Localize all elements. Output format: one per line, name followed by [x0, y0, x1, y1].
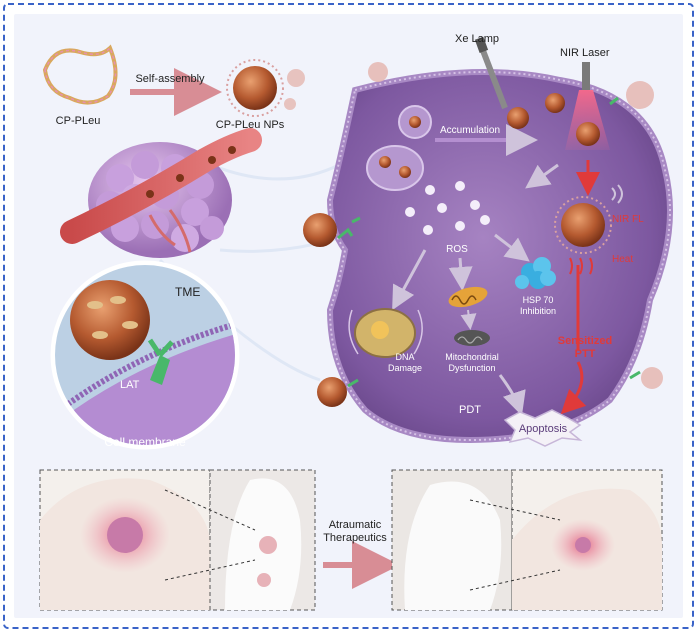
- lat-receptor-icon: [337, 227, 354, 240]
- nanoparticle-icon: [317, 377, 347, 407]
- nir-laser-label: NIR Laser: [560, 47, 610, 59]
- endosome-np: [409, 116, 421, 128]
- nanoparticle-icon: [576, 122, 600, 146]
- apoptosis-burst: [503, 409, 583, 447]
- endosome-np: [399, 166, 411, 178]
- nanoparticle-small: [641, 367, 663, 389]
- heat-waves: [569, 257, 593, 275]
- mito-label-1: Mitochondrial: [445, 352, 499, 362]
- nanoparticle-icon: [554, 196, 612, 254]
- nanoparticle-small: [287, 69, 305, 87]
- lat-receptor-icon: [351, 96, 641, 380]
- arrow-to-hsp: [494, 233, 530, 262]
- cell-membrane-label: Cell membrane: [104, 435, 186, 449]
- panel-after-1: [391, 469, 513, 611]
- sensitized-label: Sensitized: [558, 335, 612, 347]
- panel-after-2: [511, 469, 663, 611]
- nanoparticle-icon: [545, 93, 565, 113]
- ptt-label: PTT: [575, 348, 596, 360]
- heat-label: Heat: [612, 254, 633, 265]
- nanoparticle-small: [284, 98, 296, 110]
- apoptosis-label: Apoptosis: [519, 423, 568, 435]
- therapeutics-label: Therapeutics: [323, 532, 387, 544]
- arrow-to-dna: [392, 249, 427, 311]
- ptt-to-apoptosis-arrow: [560, 361, 587, 415]
- self-assembly-label: Self-assembly: [135, 73, 205, 85]
- panel-before-2: [209, 469, 316, 611]
- mito-label-2: Dysfunction: [448, 363, 495, 373]
- nanoparticle-icon: [507, 107, 529, 129]
- polymer-label: CP-PLeu: [56, 115, 101, 127]
- hsp70-label: HSP 70: [523, 295, 554, 305]
- xe-lamp-label: Xe Lamp: [455, 33, 499, 45]
- nir-fl-waves: [611, 184, 623, 204]
- arrow-to-mito: [448, 257, 473, 291]
- inhibition-label: Inhibition: [520, 306, 556, 316]
- dna-label: DNA: [395, 352, 414, 362]
- ros-dots: [405, 181, 490, 235]
- accumulation-label: Accumulation: [440, 125, 500, 136]
- nucleus-icon: [348, 308, 423, 358]
- zoom-line: [164, 489, 256, 531]
- pdt-label: PDT: [459, 404, 481, 416]
- tme-label: TME: [175, 285, 200, 299]
- nanoparticles-label: CP-PLeu NPs: [216, 119, 285, 131]
- mitochondrion-icon: [448, 286, 488, 308]
- tme-zoom-circle: TME LAT Cell membrane: [50, 260, 240, 450]
- lat-label: LAT: [120, 379, 140, 391]
- hsp70-protein-icon: [515, 257, 556, 289]
- atraumatic-label: Atraumatic: [329, 519, 382, 531]
- xe-lamp-icon: [474, 36, 508, 110]
- lat-receptor-icon: [347, 378, 359, 388]
- endosome-np: [379, 156, 391, 168]
- nir-fl-label: NIR FL: [612, 214, 644, 225]
- nanoparticle-small: [368, 62, 388, 82]
- nanoparticle-icon: [226, 59, 284, 117]
- mitochondrion-icon: [454, 330, 490, 346]
- arrow-down-gray: [525, 163, 559, 189]
- blood-vessel-icon: [60, 128, 262, 253]
- panel-before-1: [39, 469, 211, 611]
- damage-label: Damage: [388, 363, 422, 373]
- pdt-arrow: [498, 374, 526, 416]
- endosome: [366, 145, 424, 191]
- polymer-chain-icon: [42, 44, 118, 105]
- nanoparticle-small: [626, 81, 654, 109]
- ros-label: ROS: [446, 244, 468, 255]
- arrow-mito-down: [460, 309, 477, 330]
- nanoparticle-icon: [303, 213, 337, 247]
